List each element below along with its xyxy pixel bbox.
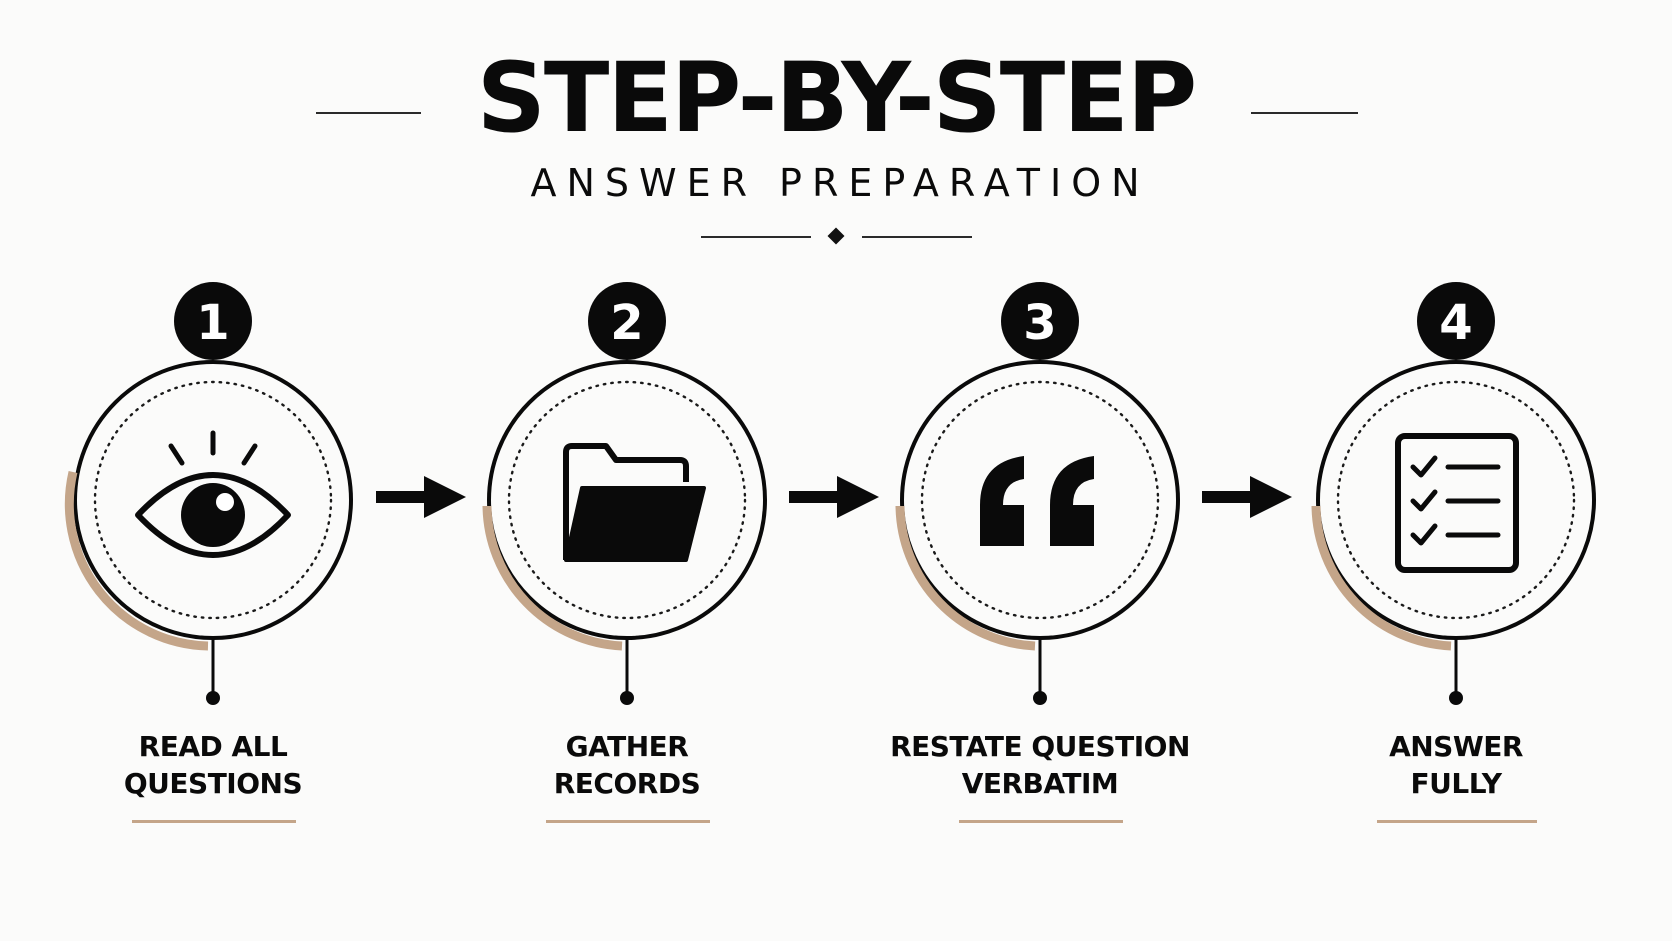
step-1-connector-dot (206, 691, 220, 705)
arrow-1-to-2 (376, 476, 466, 518)
title-rule-right (1251, 112, 1358, 114)
step-2: 2 (482, 282, 767, 705)
subtitle-rule-left (701, 236, 811, 238)
step-4-connector-dot (1449, 691, 1463, 705)
step-4-label: ANSWER FULLY (1286, 728, 1626, 802)
subtitle-rule-right (862, 236, 972, 238)
folder-icon (563, 443, 706, 562)
quote-icon (980, 456, 1094, 546)
arrow-2-to-3 (789, 476, 879, 518)
step-3-underline (959, 820, 1123, 823)
step-3-number: 3 (1023, 295, 1056, 351)
step-4-label-line-1: ANSWER (1389, 730, 1523, 763)
step-3: 3 (895, 282, 1180, 705)
eye-icon (135, 430, 291, 558)
step-4: 4 (1311, 282, 1596, 705)
step-1-label-line-1: READ ALL (138, 730, 288, 763)
step-1-number-badge (174, 282, 252, 360)
step-1-inner-dotted-ring (93, 380, 333, 620)
step-1-number: 1 (196, 295, 229, 351)
step-2-label-line-2: RECORDS (553, 767, 701, 800)
arrow-3-to-4 (1202, 476, 1292, 518)
step-3-accent-arc (895, 505, 1036, 651)
step-4-accent-arc (1311, 505, 1452, 651)
step-3-inner-dotted-ring (920, 380, 1160, 620)
step-3-label-line-1: RESTATE QUESTION (890, 730, 1190, 763)
step-2-inner-dotted-ring (507, 380, 747, 620)
step-2-underline (546, 820, 710, 823)
step-4-number: 4 (1439, 295, 1472, 351)
step-2-accent-arc (482, 505, 623, 651)
step-4-label-line-2: FULLY (1410, 767, 1502, 800)
step-2-label: GATHER RECORDS (457, 728, 797, 802)
step-3-connector-dot (1033, 691, 1047, 705)
step-2-connector-dot (620, 691, 634, 705)
step-4-inner-dotted-ring (1336, 380, 1576, 620)
step-2-label-line-1: GATHER (565, 730, 689, 763)
checklist-icon (1395, 433, 1519, 573)
step-3-number-badge (1001, 282, 1079, 360)
step-3-outer-ring (900, 360, 1180, 640)
page-subtitle: ANSWER PREPARATION (530, 161, 1150, 205)
step-4-underline (1377, 820, 1537, 823)
step-1-underline (132, 820, 296, 823)
step-4-number-badge (1417, 282, 1495, 360)
step-2-number-badge (588, 282, 666, 360)
title-rule-left (316, 112, 421, 114)
step-1-label-line-2: QUESTIONS (123, 767, 303, 800)
step-2-number: 2 (610, 295, 643, 351)
step-3-label: RESTATE QUESTION VERBATIM (870, 728, 1210, 802)
step-3-label-line-2: VERBATIM (961, 767, 1119, 800)
page-title: STEP-BY-STEP (476, 42, 1197, 154)
step-1-accent-arc (64, 470, 209, 651)
step-1-label: READ ALL QUESTIONS (43, 728, 383, 802)
step-1: 1 (64, 282, 353, 705)
